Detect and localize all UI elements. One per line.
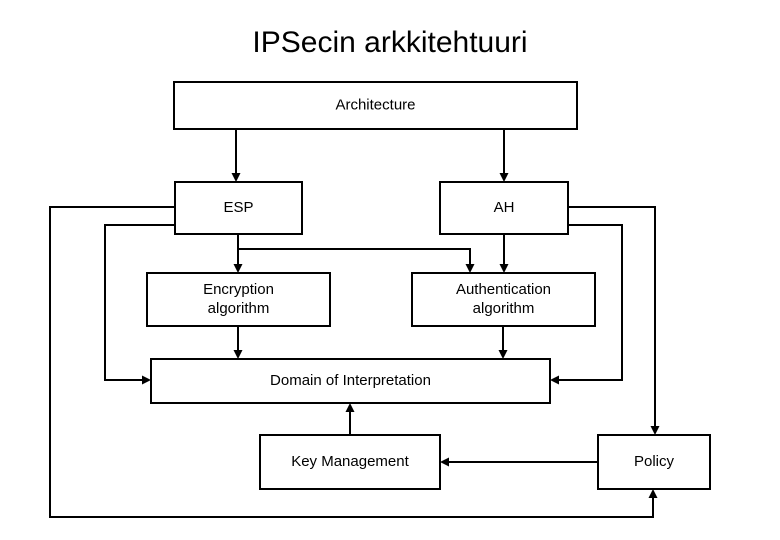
arrowhead-icon <box>142 375 151 385</box>
node-ah[interactable]: AH <box>439 181 569 235</box>
arrowhead-icon <box>233 264 243 273</box>
arrowhead-icon <box>231 173 241 182</box>
connector-ah-right-to-doi <box>550 224 623 385</box>
node-label-doi: Domain of Interpretation <box>270 372 431 389</box>
arrowhead-icon <box>499 264 509 273</box>
connector-line <box>49 206 654 518</box>
connector-esp-to-encryption <box>233 234 243 273</box>
connector-architecture-to-ah <box>499 129 509 182</box>
connector-esp-left-loop-to-policy <box>49 206 658 518</box>
arrowhead-icon <box>650 426 660 435</box>
arrowhead-icon <box>465 264 475 273</box>
node-policy[interactable]: Policy <box>597 434 711 490</box>
arrowhead-icon <box>345 403 355 412</box>
node-architecture[interactable]: Architecture <box>173 81 578 130</box>
node-doi[interactable]: Domain of Interpretation <box>150 358 551 404</box>
node-box-doi[interactable] <box>150 358 551 404</box>
node-box-policy[interactable] <box>597 434 711 490</box>
node-label-esp: ESP <box>223 199 253 216</box>
connector-policy-to-keymanagement <box>440 457 598 467</box>
connector-line <box>568 206 656 433</box>
connector-ah-right-to-policy <box>568 206 660 435</box>
arrowhead-icon <box>648 489 658 498</box>
arrowhead-icon <box>550 375 559 385</box>
arrowhead-icon <box>233 350 243 359</box>
edge-layer <box>49 129 660 518</box>
connector-line <box>552 224 623 381</box>
connector-architecture-to-esp <box>231 129 241 182</box>
connector-line <box>104 224 175 381</box>
arrowhead-icon <box>499 173 509 182</box>
connector-encryption-to-doi <box>233 326 243 359</box>
node-box-esp[interactable] <box>174 181 303 235</box>
connector-esp-to-authentication <box>238 248 475 273</box>
connector-authentication-to-doi <box>498 326 508 359</box>
arrowhead-icon <box>498 350 508 359</box>
node-label-keymanagement: Key Management <box>291 453 409 470</box>
node-box-keymanagement[interactable] <box>259 434 441 490</box>
arrowhead-icon <box>440 457 449 467</box>
connector-ah-to-authentication <box>499 234 509 273</box>
connector-esp-left-to-doi <box>104 224 175 385</box>
node-box-architecture[interactable] <box>173 81 578 130</box>
node-label-ah: AH <box>494 199 515 216</box>
connector-line <box>238 248 471 271</box>
page-title: IPSecin arkkitehtuuri <box>252 26 527 59</box>
node-keymanagement[interactable]: Key Management <box>259 434 441 490</box>
node-box-authentication[interactable] <box>411 272 596 327</box>
connector-keymanagement-to-doi <box>345 403 355 435</box>
node-label-policy: Policy <box>634 453 675 470</box>
node-box-encryption[interactable] <box>146 272 331 327</box>
node-label-architecture: Architecture <box>335 96 415 113</box>
node-box-ah[interactable] <box>439 181 569 235</box>
node-esp[interactable]: ESP <box>174 181 303 235</box>
